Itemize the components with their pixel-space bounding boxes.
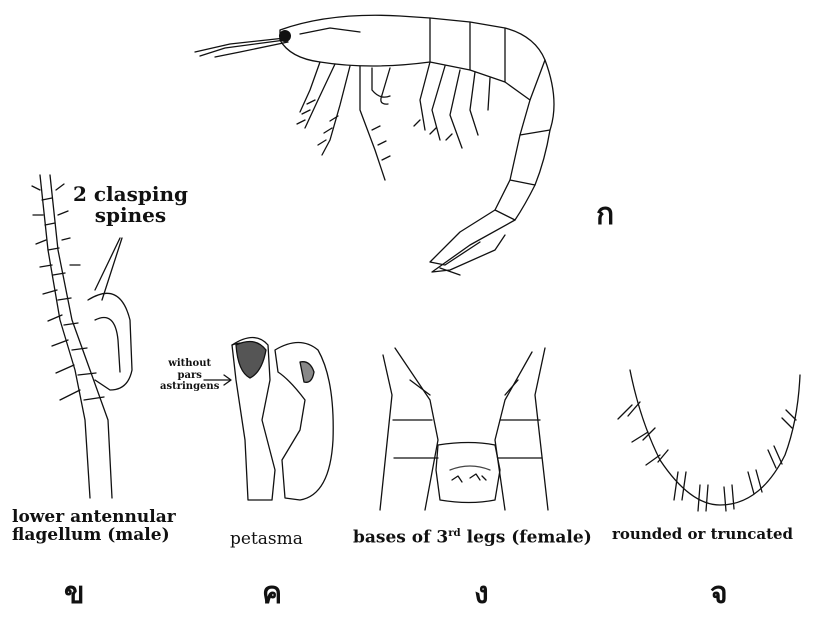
pars-astringens-callout: without pars astringens (160, 358, 219, 393)
flagellum-caption-line2: flagellum (male) (12, 527, 176, 545)
figure-label-e: จ (710, 578, 728, 610)
rounded-truncated-caption: rounded or truncated (612, 527, 793, 543)
figure-label-c: ค (262, 578, 282, 610)
leg-bases-caption: bases of 3rd legs (female) (353, 528, 592, 548)
clasping-spines-line1: 2 clasping (73, 184, 188, 205)
petasma-illustration (204, 338, 333, 501)
pars-callout-line2: pars (160, 370, 219, 382)
pars-callout-line1: without (160, 358, 219, 370)
flagellum-caption: lower antennular flagellum (male) (12, 509, 176, 545)
rounded-truncated-illustration (618, 370, 800, 511)
leg-bases-caption-sup: rd (448, 527, 461, 539)
clasping-spines-callout: 2 clasping spines (73, 184, 188, 226)
pars-callout-line3: astringens (160, 381, 219, 393)
leg-bases-caption-suffix: legs (female) (461, 528, 592, 548)
shrimp-illustration (195, 15, 554, 275)
leg-bases-illustration (380, 348, 548, 510)
figure-label-b: ข (64, 578, 85, 610)
figure-label-d: ง (474, 578, 489, 610)
petasma-caption: petasma (230, 531, 303, 549)
leg-bases-caption-prefix: bases of 3 (353, 528, 448, 548)
clasping-spines-line2: spines (73, 205, 188, 226)
figure-label-a: ก (596, 199, 614, 231)
shrimp-eye-icon (279, 30, 291, 42)
